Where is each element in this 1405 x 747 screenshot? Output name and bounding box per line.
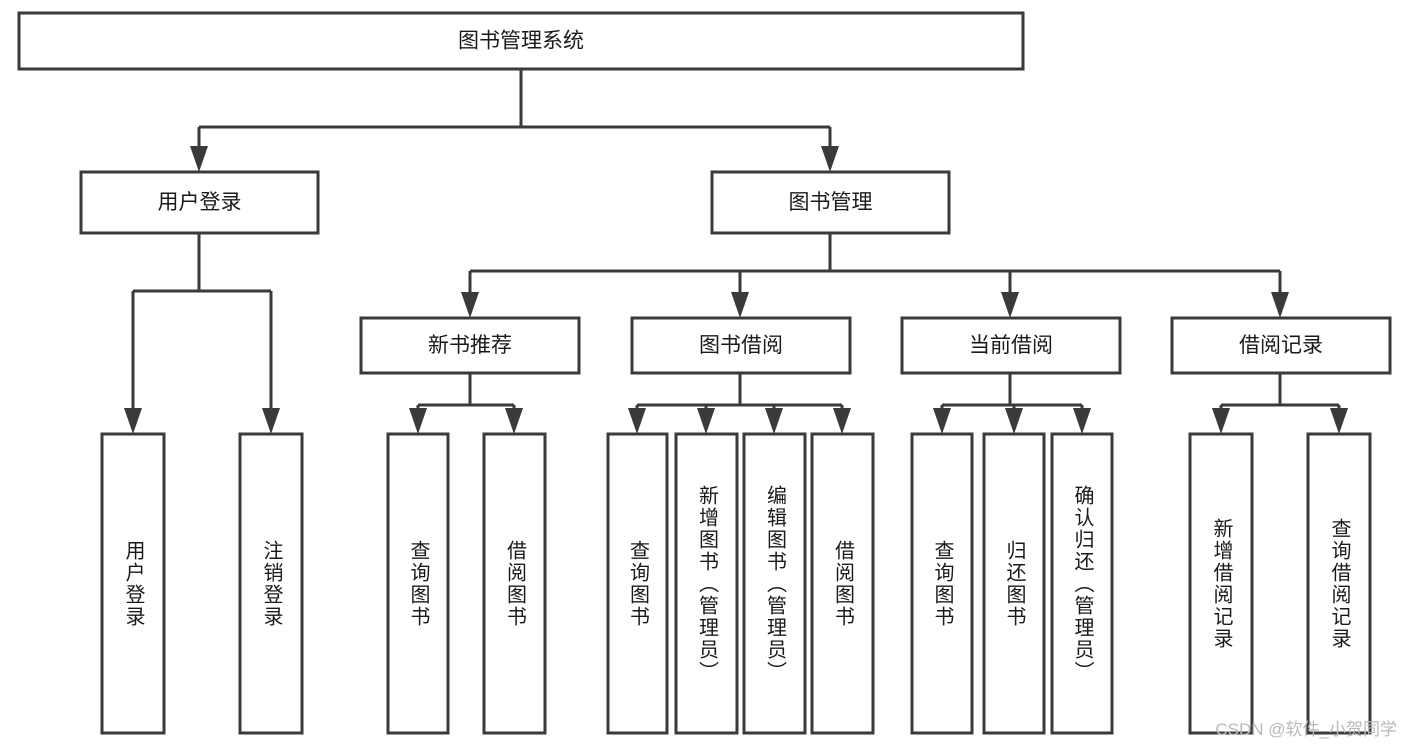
node-label-root: 图书管理系统	[458, 30, 584, 53]
node-label-user-login: 用户登录	[158, 191, 242, 214]
arrow-head-icon	[461, 292, 479, 318]
node-label-borrow-record: 借阅记录	[1239, 334, 1323, 357]
arrow-head-icon	[190, 146, 208, 172]
node-box-leaf-return-book[interactable]	[982, 432, 1046, 735]
node-box-book-borrow[interactable]	[630, 316, 852, 375]
nodes-layer	[17, 11, 1392, 735]
node-box-new-book-rec[interactable]	[359, 316, 581, 375]
node-box-leaf-edit-book-admin[interactable]	[742, 432, 807, 735]
arrow-head-icon	[765, 408, 783, 434]
arrow-head-icon	[1001, 292, 1019, 318]
arrow-head-icon	[1005, 408, 1023, 434]
node-box-root[interactable]	[17, 11, 1025, 71]
arrow-head-icon	[1271, 292, 1289, 318]
node-box-current-borrow[interactable]	[900, 316, 1122, 375]
arrow-head-icon	[697, 408, 715, 434]
node-label-book-borrow: 图书借阅	[699, 334, 783, 357]
node-box-leaf-confirm-return-admin[interactable]	[1050, 432, 1114, 735]
node-label-book-manage: 图书管理	[789, 191, 873, 214]
arrow-head-icon	[262, 408, 280, 434]
node-box-leaf-query-borrow-record[interactable]	[1306, 432, 1372, 735]
node-box-leaf-user-login[interactable]	[100, 432, 166, 735]
arrow-head-icon	[821, 146, 839, 172]
arrow-head-icon	[124, 408, 142, 434]
node-box-leaf-user-logout[interactable]	[238, 432, 304, 735]
node-box-leaf-borrow-book[interactable]	[810, 432, 875, 735]
watermark-text: CSDN @软件_小贺同学	[1215, 720, 1397, 739]
arrow-head-icon	[628, 408, 646, 434]
node-label-new-book-rec: 新书推荐	[428, 334, 512, 357]
node-label-current-borrow: 当前借阅	[969, 334, 1053, 357]
edges-layer	[124, 69, 1348, 434]
node-box-leaf-query-book-borrow[interactable]	[606, 432, 669, 735]
node-box-user-login[interactable]	[79, 170, 320, 235]
node-box-leaf-query-book-rec[interactable]	[386, 432, 450, 735]
node-box-leaf-borrow-book-rec[interactable]	[482, 432, 547, 735]
node-box-book-manage[interactable]	[710, 170, 951, 235]
arrow-head-icon	[833, 408, 851, 434]
arrow-head-icon	[933, 408, 951, 434]
node-box-leaf-query-book-current[interactable]	[910, 432, 974, 735]
node-box-borrow-record[interactable]	[1170, 316, 1392, 375]
node-box-leaf-add-borrow-record[interactable]	[1188, 432, 1254, 735]
arrow-head-icon	[409, 408, 427, 434]
arrow-head-icon	[1330, 408, 1348, 434]
arrow-head-icon	[1212, 408, 1230, 434]
arrow-head-icon	[505, 408, 523, 434]
node-box-leaf-add-book-admin[interactable]	[674, 432, 739, 735]
arrow-head-icon	[1073, 408, 1091, 434]
arrow-head-icon	[731, 292, 749, 318]
